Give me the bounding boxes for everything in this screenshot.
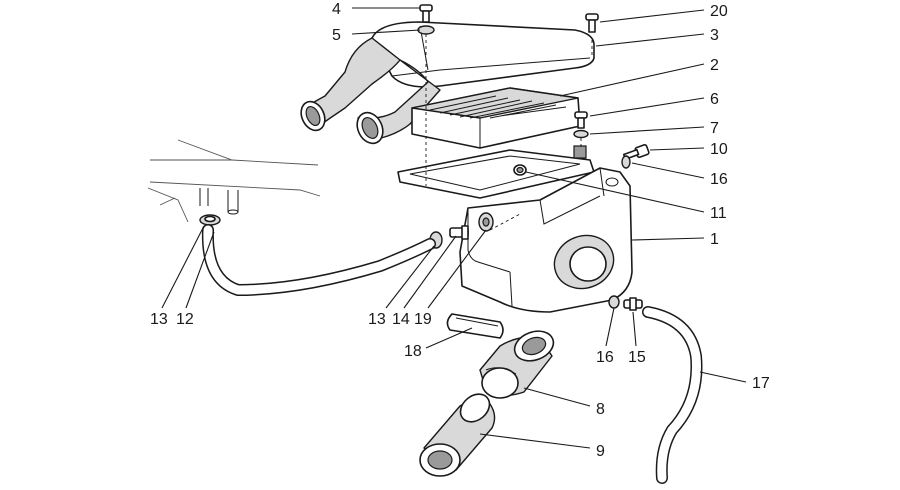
part-1-air-box [459, 167, 633, 313]
part-5-washer [417, 25, 435, 35]
assembly-lines [425, 34, 593, 231]
part-13-clamp-frame [199, 214, 221, 226]
callout-19: 19 [414, 311, 432, 328]
part-8-intake-boot [479, 330, 555, 399]
part-16-washer-upper [621, 155, 631, 169]
callout-18: 18 [404, 343, 422, 360]
part-9-intake-tube [419, 393, 496, 477]
part-15-fitting [623, 297, 643, 311]
part-14-fitting [449, 225, 469, 240]
callout-5: 5 [332, 27, 341, 44]
callout-17: 17 [752, 375, 770, 392]
callout-6: 6 [710, 91, 719, 108]
part-4-screw [419, 4, 433, 23]
part-3-intake-cover [300, 21, 595, 145]
callout-8: 8 [596, 401, 605, 418]
callout-16-upper: 16 [710, 171, 728, 188]
callout-labels: 4 5 20 3 2 6 7 10 16 11 1 13 12 13 14 19… [150, 1, 770, 460]
leader-lines [161, 7, 747, 449]
part-18-sleeve [446, 313, 504, 339]
callout-2: 2 [710, 57, 719, 74]
callout-14: 14 [392, 311, 410, 328]
part-17-drain-hose [642, 306, 703, 484]
callout-3: 3 [710, 27, 719, 44]
callout-9: 9 [596, 443, 605, 460]
part-16-washer-lower [608, 295, 620, 309]
part-19-grommet [478, 212, 494, 232]
callout-12: 12 [176, 311, 194, 328]
callout-10: 10 [710, 141, 728, 158]
callout-15: 15 [628, 349, 646, 366]
callout-7: 7 [710, 120, 719, 137]
part-20-screw [585, 13, 599, 33]
callout-4: 4 [332, 1, 341, 18]
callout-13-frame: 13 [150, 311, 168, 328]
callout-13-box: 13 [368, 311, 386, 328]
callout-1: 1 [710, 231, 719, 248]
callout-20: 20 [710, 3, 728, 20]
frame-outline [147, 139, 321, 223]
part-6-screw [574, 111, 588, 129]
callout-16-lower: 16 [596, 349, 614, 366]
callout-11: 11 [710, 205, 727, 222]
part-2-air-filter [411, 87, 581, 149]
part-7-washer [573, 129, 589, 139]
part-12-hose [201, 224, 436, 297]
